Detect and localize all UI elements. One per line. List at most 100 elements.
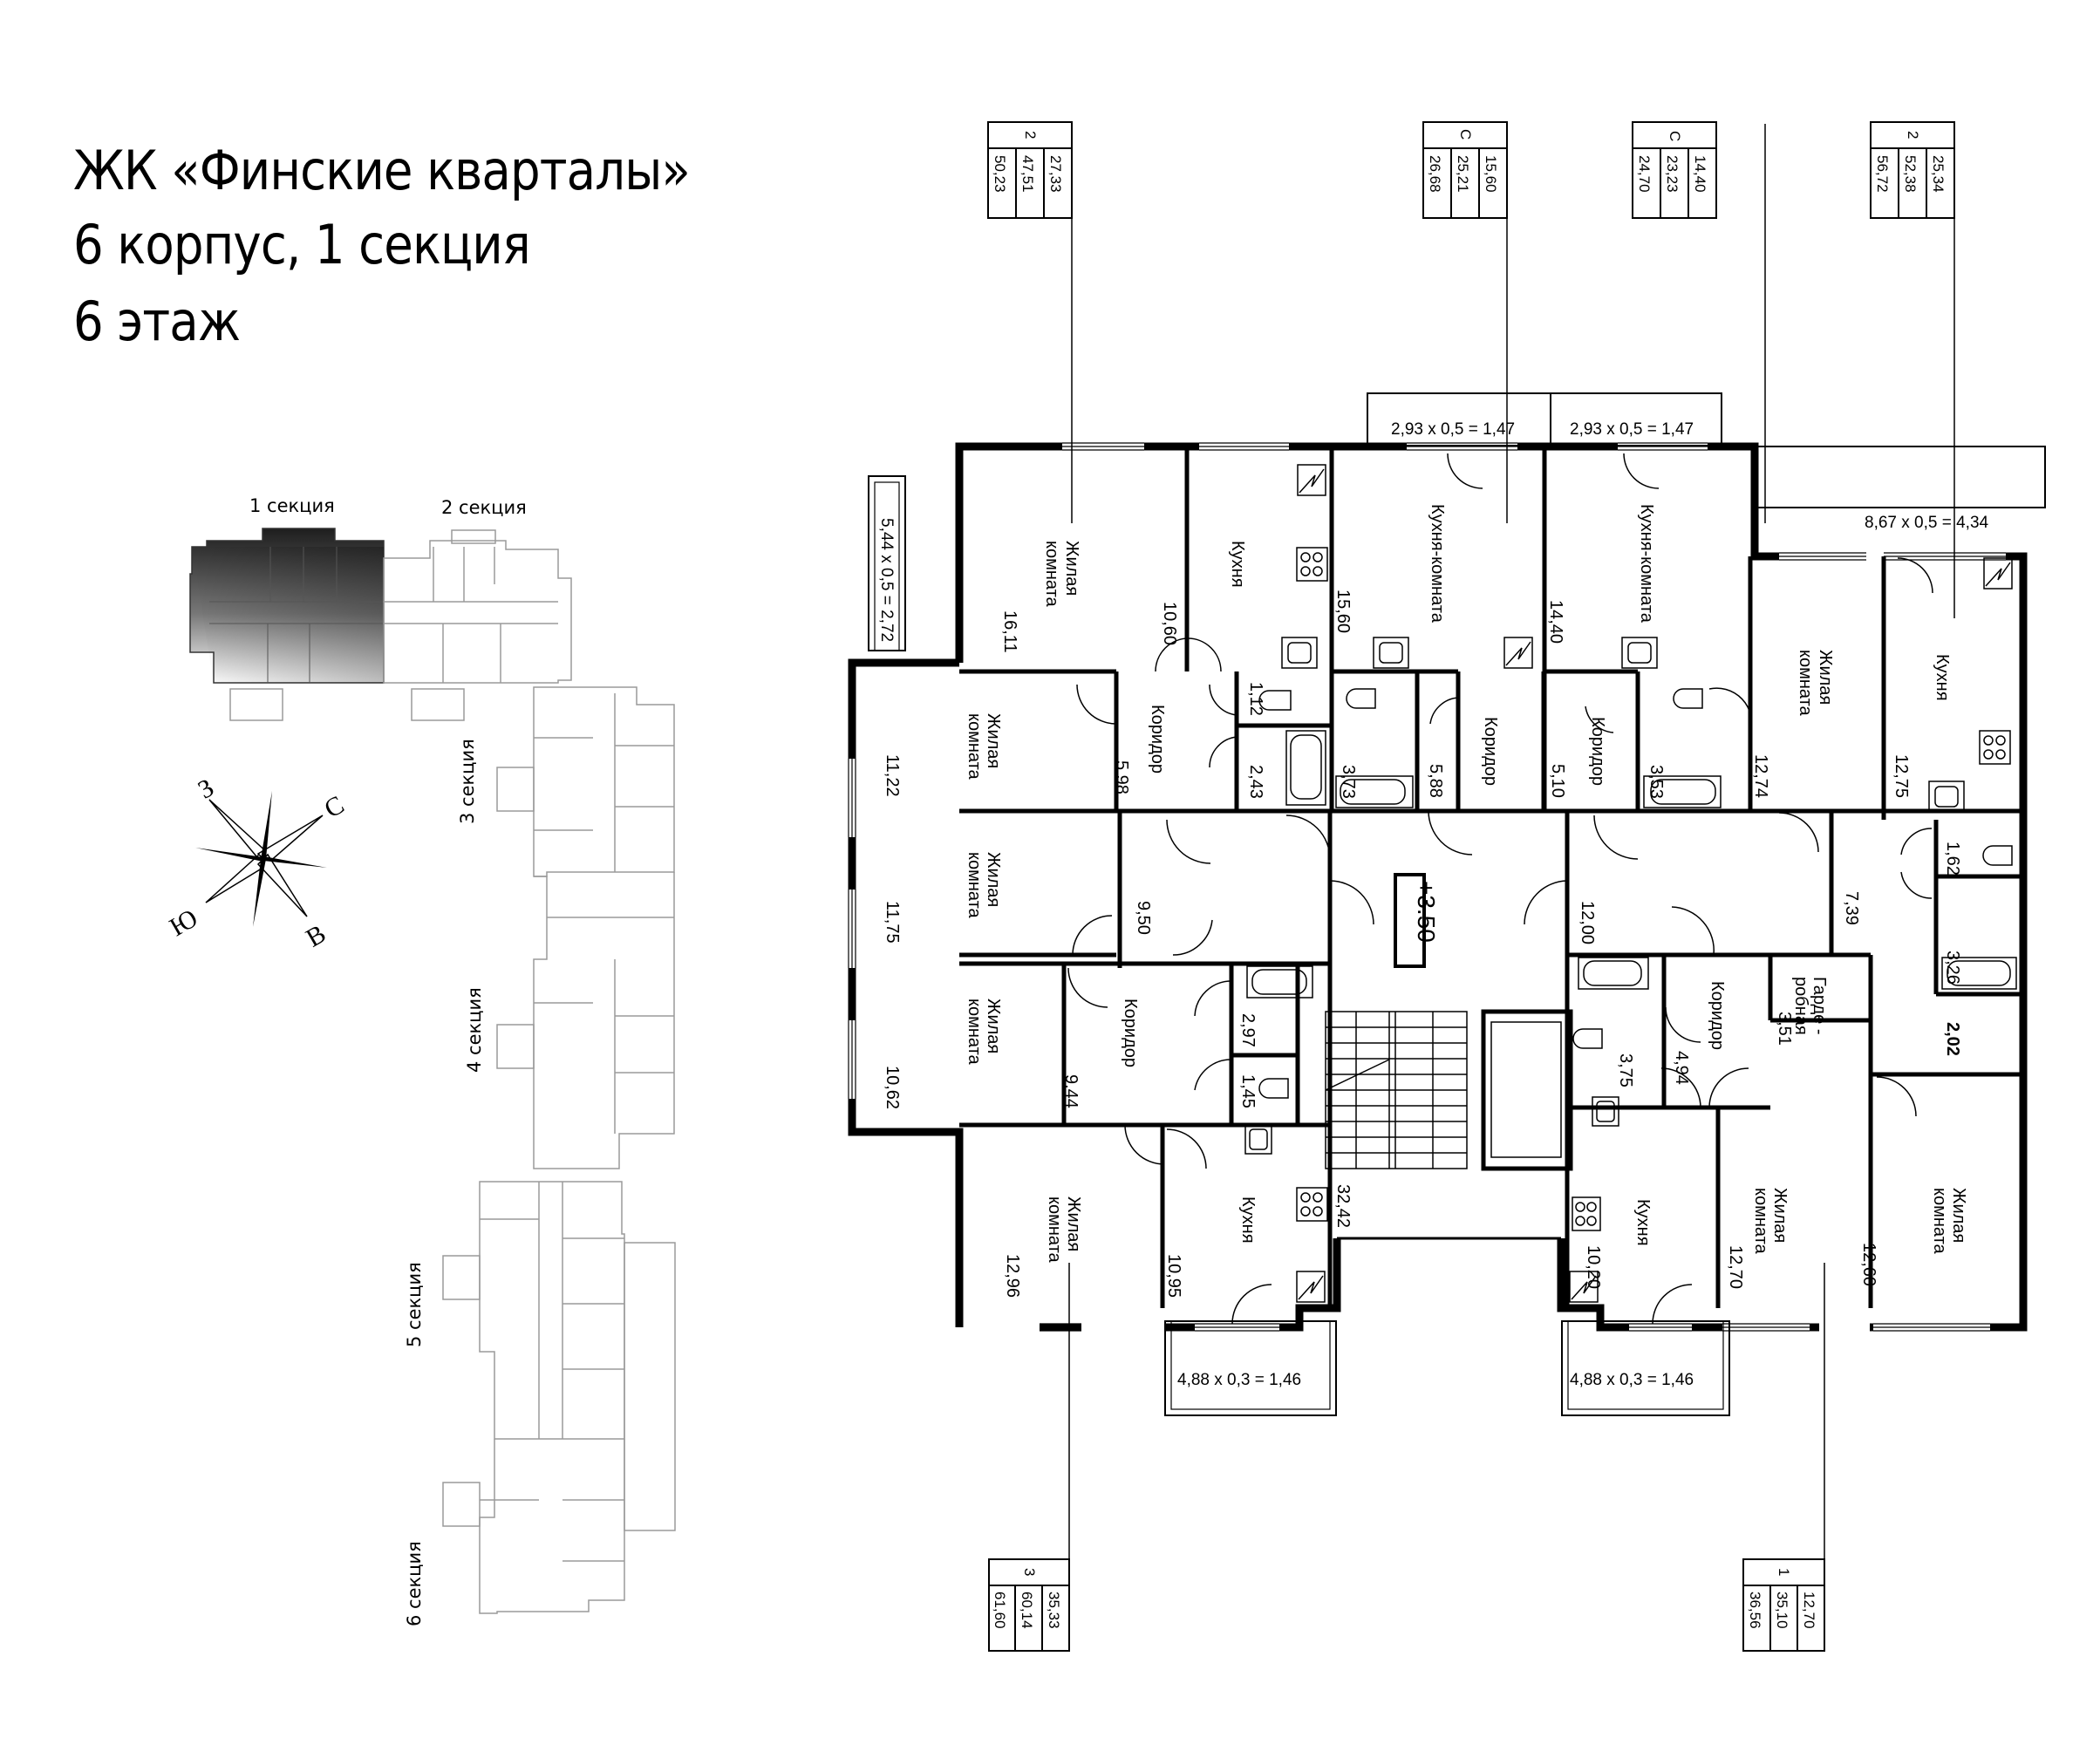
apt-living-area: 35,33 [1046,1592,1062,1629]
window [1873,1323,1990,1332]
room-areas: 16,11 10,60 15,60 14,40 12,74 12,75 11,2… [883,590,1962,1298]
key-section-2-label[interactable]: 2 секция [441,497,527,518]
room-area: 3,73 [1339,765,1358,799]
apt-type: С [1667,131,1683,141]
room-area: 5,10 [1548,764,1567,798]
apt-type: 1 [1776,1568,1792,1576]
room-name: Коридор [1148,705,1167,774]
compass-star-icon [195,791,327,927]
key-section-2[interactable] [229,529,572,721]
room-area: 1,62 [1943,842,1962,876]
meter-icon [1296,1271,1326,1303]
apt-box-2[interactable] [1422,121,1508,219]
room-name: комната [1045,1196,1064,1264]
room-area: 2,43 [1246,765,1265,799]
stove-icon [1296,547,1328,582]
room-name: Коридор [1481,717,1500,786]
room-name: робная [1791,977,1810,1035]
room-area: 12,74 [1751,754,1770,798]
key-section-4[interactable] [496,872,675,1169]
apt-box-6[interactable] [1742,1558,1825,1652]
window [1407,442,1517,451]
apt-total-with-balcony: 26,68 [1427,155,1443,193]
room-name: комната [1930,1188,1949,1255]
level-mark: +3.50 [1413,881,1440,943]
key-section-5-label[interactable]: 5 секция [404,1262,425,1347]
room-area: 10,62 [883,1066,902,1109]
balcony-south-1 [1164,1320,1337,1416]
room-name: Жилая [1816,650,1835,705]
elevator [1481,1009,1573,1171]
room-name: Кухня [1228,541,1247,588]
room-area: 10,20 [1584,1245,1603,1289]
room-area: 32,42 [1333,1184,1353,1228]
window [1884,552,2006,561]
balcony-north-3 [1756,446,2046,508]
key-section-1-label[interactable]: 1 секция [249,495,335,516]
room-area: 1,12 [1246,682,1265,716]
balcony-label-south-2: 4,88 x 0,3 = 1,46 [1570,1371,1694,1389]
apt-type: 3 [1021,1568,1038,1576]
apt-type: 2 [1022,131,1039,139]
room-name: Гарде - [1810,977,1829,1035]
windows [848,442,2006,1332]
room-name: комната [965,852,984,919]
fixtures [1244,464,2017,1303]
sink-icon [1244,1124,1272,1155]
apartment-summary-boxes [987,121,1955,1652]
room-area: 4,94 [1672,1051,1691,1085]
stove-icon [1979,730,2011,765]
compass-east-label: В [301,919,331,953]
room-area: 5,98 [1112,760,1131,794]
apt-living-area: 14,40 [1692,155,1708,193]
room-area: 9,44 [1061,1074,1081,1108]
toilet-icon [1982,845,2013,866]
apt-box-4[interactable] [1870,121,1955,219]
apt-living-area: 12,70 [1801,1592,1817,1629]
apt-box-5[interactable] [988,1558,1070,1652]
room-name: комната [1042,541,1061,608]
interior-walls [959,446,2023,1308]
apt-total-with-balcony: 61,60 [992,1592,1008,1629]
room-name: Кухня [1238,1196,1258,1244]
floor-title: 6 этаж [73,290,241,353]
apt-total-area: 23,23 [1664,155,1681,193]
stove-icon [1296,1187,1328,1222]
room-area: 10,60 [1160,602,1179,645]
building-section-title: 6 корпус, 1 секция [73,213,531,276]
apt-living-area: 15,60 [1483,155,1499,193]
key-section-6[interactable] [442,1439,625,1614]
apt-box-1[interactable] [987,121,1073,219]
room-area: 2,02 [1943,1022,1962,1056]
key-section-3[interactable] [496,686,675,877]
apt-total-area: 52,38 [1902,155,1919,193]
room-area: 16,11 [1000,610,1019,653]
sink-icon [1281,637,1318,669]
key-section-4-label[interactable]: 4 секция [464,987,485,1073]
apt-total-area: 60,14 [1019,1592,1035,1629]
window [848,759,856,837]
room-name: Жилая [1062,541,1081,596]
sink-icon [1621,637,1658,669]
doors [1067,453,1933,1325]
key-section-1[interactable] [189,528,385,684]
apt-box-3[interactable] [1632,121,1717,219]
bathtub-icon [1578,957,1649,990]
bathtub-icon [1941,957,2017,990]
key-section-3-label[interactable]: 3 секция [457,739,478,824]
room-name: Коридор [1588,717,1607,786]
balcony-label-north-3: 8,67 x 0,5 = 4,34 [1865,514,1989,532]
room-names: Жилая комната Кухня Кухня-комната Кухня-… [965,504,1968,1264]
stove-icon [1572,1196,1601,1231]
room-area: 12,96 [1003,1254,1022,1298]
window [848,1020,856,1099]
balcony-label-west: 5,44 x 0,5 = 2,72 [877,518,896,642]
window [1722,1323,1810,1332]
toilet-icon [1258,690,1292,711]
room-area: 12,60 [1859,1243,1878,1286]
key-section-5[interactable] [442,1181,676,1531]
key-section-6-label[interactable]: 6 секция [404,1541,425,1626]
toilet-icon [1572,1028,1603,1049]
room-area: 11,22 [883,754,902,797]
window [1618,442,1708,451]
